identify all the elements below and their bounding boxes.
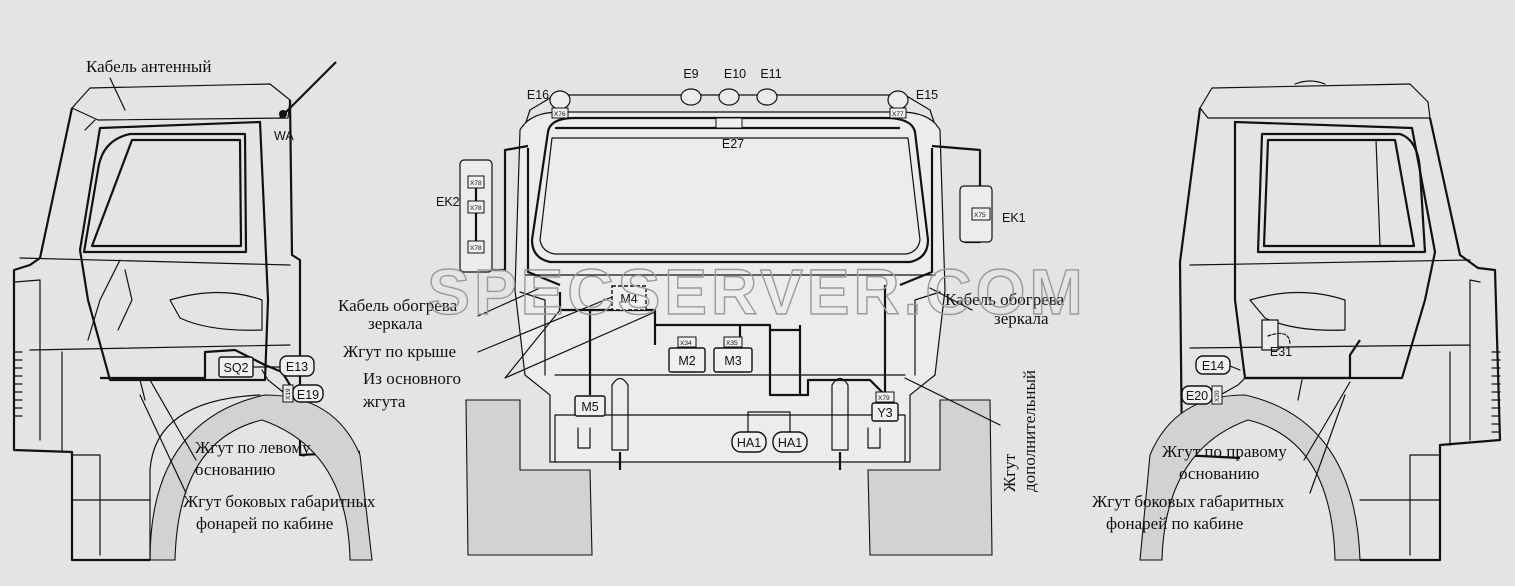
mirror-heat-right-label-2: зеркала: [994, 309, 1049, 328]
wa-text: WA: [274, 129, 294, 143]
left-labels: Кабель антенный WA Жгут по левому основа…: [86, 57, 376, 533]
left-base-harness-label-2: основанию: [195, 460, 276, 479]
x77-connector: X77: [892, 111, 904, 118]
ek2-label: EK2: [436, 195, 460, 209]
center-components: E27 X76 X77 E16 E15 E9 E10 E11 X78 X78 X…: [436, 67, 1026, 453]
x78-connector-3: X78: [470, 245, 482, 252]
left-base-harness-label-1: Жгут по левому: [195, 438, 311, 457]
x19-connector: X19: [285, 388, 292, 400]
ha1-label-right: HA1: [778, 436, 802, 450]
side-lamps-right-label-2: фонарей по кабине: [1106, 514, 1243, 533]
center-cab-drawing: [465, 88, 993, 556]
extra-harness-label-2: дополнительный: [1020, 370, 1039, 492]
extra-harness-label-1: Жгут: [1000, 453, 1019, 492]
right-base-harness-label-2: основанию: [1179, 464, 1260, 483]
from-main-harness-label-1: Из основного: [363, 369, 461, 388]
mirror-heat-right-label-1: Кабель обогрева: [945, 290, 1065, 309]
e11-label: E11: [760, 67, 781, 81]
x35-connector: X35: [726, 340, 738, 347]
e19-label: E19: [297, 388, 319, 402]
e13-label: E13: [286, 360, 308, 374]
x75-connector: X75: [974, 212, 986, 219]
e10-label: E10: [724, 67, 746, 81]
e16-label: E16: [527, 88, 549, 102]
center-labels: Кабель обогрева зеркала Жгут по крыше Из…: [338, 287, 1065, 492]
right-cab-drawing: [1139, 80, 1502, 562]
m5-label: M5: [581, 400, 598, 414]
left-cab-components: SQ2 E13 X19 E19: [218, 355, 324, 403]
x76-connector: X76: [554, 111, 566, 118]
right-base-harness-label-1: Жгут по правому: [1162, 442, 1287, 461]
ha1-label-left: HA1: [737, 436, 761, 450]
sq2-label: SQ2: [223, 361, 248, 375]
left-cab-drawing: [12, 61, 373, 562]
e14-label: E14: [1202, 359, 1224, 373]
x79-connector: X79: [878, 395, 890, 402]
m2-label: M2: [678, 354, 695, 368]
antenna-cable-label: Кабель антенный: [86, 57, 211, 76]
x78-connector-1: X78: [470, 180, 482, 187]
right-labels: Жгут по правому основанию Жгут боковых г…: [1092, 381, 1351, 533]
m4-label: M4: [620, 292, 637, 306]
e31-label: E31: [1270, 345, 1292, 359]
ek1-label: EK1: [1002, 211, 1026, 225]
right-cab-components: E31 E14 E20 X20: [1181, 319, 1292, 405]
e9-label: E9: [683, 67, 698, 81]
from-main-harness-label-2: жгута: [362, 392, 406, 411]
e27-label: E27: [722, 137, 744, 151]
m3-label: M3: [724, 354, 741, 368]
x78-connector-2: X78: [470, 205, 482, 212]
y3-label: Y3: [877, 406, 892, 420]
e15-label: E15: [916, 88, 938, 102]
mirror-heat-left-label-2: зеркала: [368, 314, 423, 333]
x34-connector: X34: [680, 340, 692, 347]
side-lamps-left-label-2: фонарей по кабине: [196, 514, 333, 533]
mirror-heat-left-label-1: Кабель обогрева: [338, 296, 458, 315]
roof-harness-label: Жгут по крыше: [343, 342, 456, 361]
x20-connector: X20: [1214, 390, 1221, 402]
watermark: SPECSERVER.COM: [427, 256, 1086, 328]
e20-label: E20: [1186, 389, 1208, 403]
side-lamps-right-label-1: Жгут боковых габаритных: [1092, 492, 1285, 511]
side-lamps-left-label-1: Жгут боковых габаритных: [183, 492, 376, 511]
